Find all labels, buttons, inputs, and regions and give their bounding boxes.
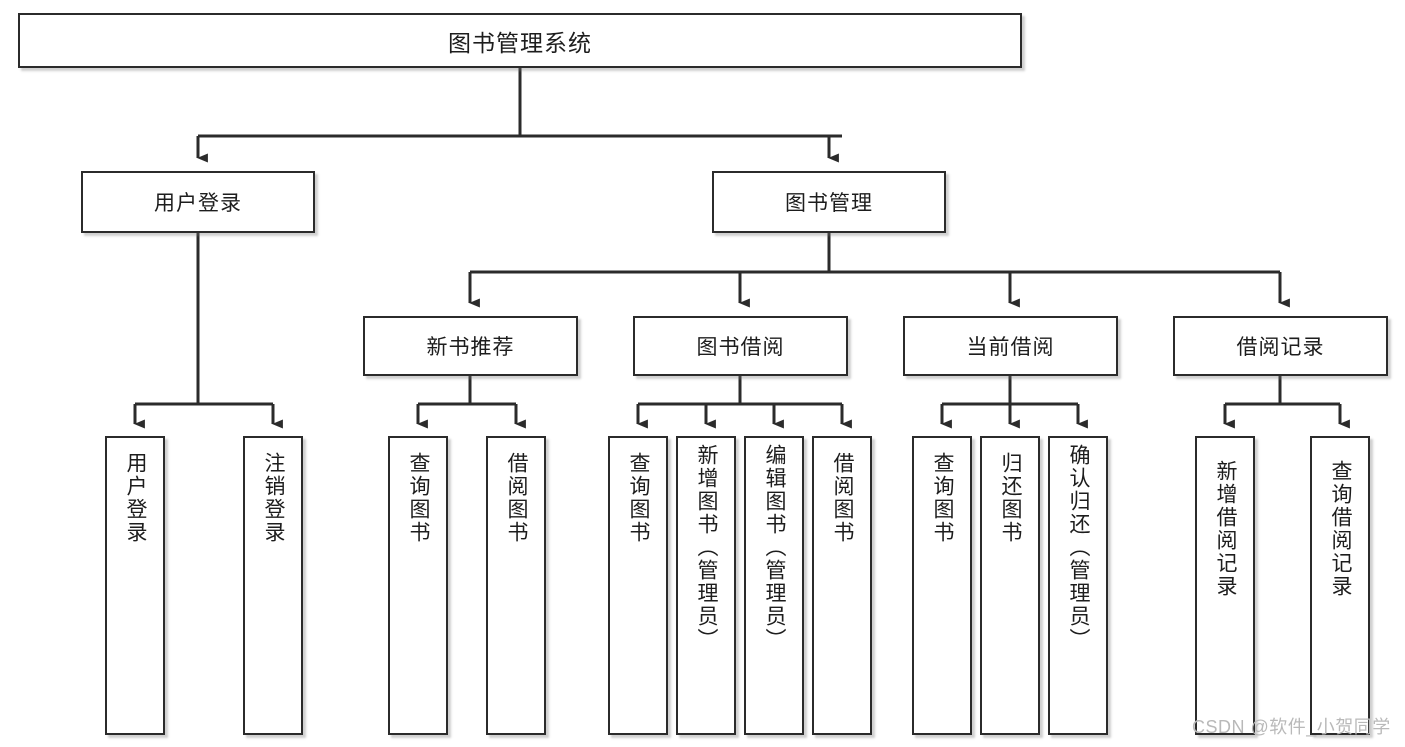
- node-leaf-add-record-label: 新增借阅记录: [1214, 460, 1238, 598]
- node-leaf-user-login-label: 用户登录: [124, 452, 148, 544]
- node-leaf-user-logout[interactable]: 注销登录: [243, 436, 303, 735]
- node-leaf-edit-book[interactable]: 编辑图书（管理员）: [744, 436, 804, 735]
- node-leaf-borrow-book-bb-label: 借阅图书: [831, 452, 855, 544]
- node-leaf-query-record[interactable]: 查询借阅记录: [1310, 436, 1370, 735]
- node-book-management[interactable]: 图书管理: [712, 171, 946, 233]
- node-leaf-borrow-book-nbr[interactable]: 借阅图书: [486, 436, 546, 735]
- node-leaf-add-record[interactable]: 新增借阅记录: [1195, 436, 1255, 735]
- node-leaf-confirm-return[interactable]: 确认归还（管理员）: [1048, 436, 1108, 735]
- node-leaf-user-login[interactable]: 用户登录: [105, 436, 165, 735]
- node-book-borrow-label: 图书借阅: [696, 336, 785, 359]
- node-leaf-add-book[interactable]: 新增图书（管理员）: [676, 436, 736, 735]
- node-new-book-recommend-label: 新书推荐: [426, 336, 515, 359]
- node-leaf-confirm-return-label: 确认归还（管理员）: [1067, 444, 1091, 651]
- node-current-borrow-label: 当前借阅: [966, 336, 1055, 359]
- node-book-borrow[interactable]: 图书借阅: [633, 316, 848, 376]
- node-leaf-query-book-cb-label: 查询图书: [931, 452, 955, 544]
- node-leaf-borrow-book-bb[interactable]: 借阅图书: [812, 436, 872, 735]
- node-leaf-add-book-label: 新增图书（管理员）: [695, 444, 719, 651]
- watermark: CSDN @软件_小贺同学: [1192, 717, 1391, 737]
- node-user-login[interactable]: 用户登录: [81, 171, 315, 233]
- node-leaf-query-book-bb[interactable]: 查询图书: [608, 436, 668, 735]
- node-leaf-query-book-bb-label: 查询图书: [627, 452, 651, 544]
- node-current-borrow[interactable]: 当前借阅: [903, 316, 1118, 376]
- node-leaf-return-book[interactable]: 归还图书: [980, 436, 1040, 735]
- node-leaf-return-book-label: 归还图书: [999, 452, 1023, 544]
- node-leaf-query-book-cb[interactable]: 查询图书: [912, 436, 972, 735]
- node-root[interactable]: 图书管理系统: [18, 13, 1022, 68]
- node-book-management-label: 图书管理: [785, 192, 873, 215]
- node-leaf-query-book-nbr[interactable]: 查询图书: [388, 436, 448, 735]
- node-root-label: 图书管理系统: [448, 29, 592, 56]
- node-borrow-record-label: 借阅记录: [1236, 336, 1325, 359]
- node-leaf-edit-book-label: 编辑图书（管理员）: [763, 444, 787, 651]
- node-leaf-query-record-label: 查询借阅记录: [1329, 460, 1353, 598]
- node-user-login-label: 用户登录: [154, 192, 242, 215]
- node-leaf-borrow-book-nbr-label: 借阅图书: [505, 452, 529, 544]
- node-leaf-user-logout-label: 注销登录: [262, 452, 286, 544]
- node-new-book-recommend[interactable]: 新书推荐: [363, 316, 578, 376]
- node-borrow-record[interactable]: 借阅记录: [1173, 316, 1388, 376]
- node-leaf-query-book-nbr-label: 查询图书: [407, 452, 431, 544]
